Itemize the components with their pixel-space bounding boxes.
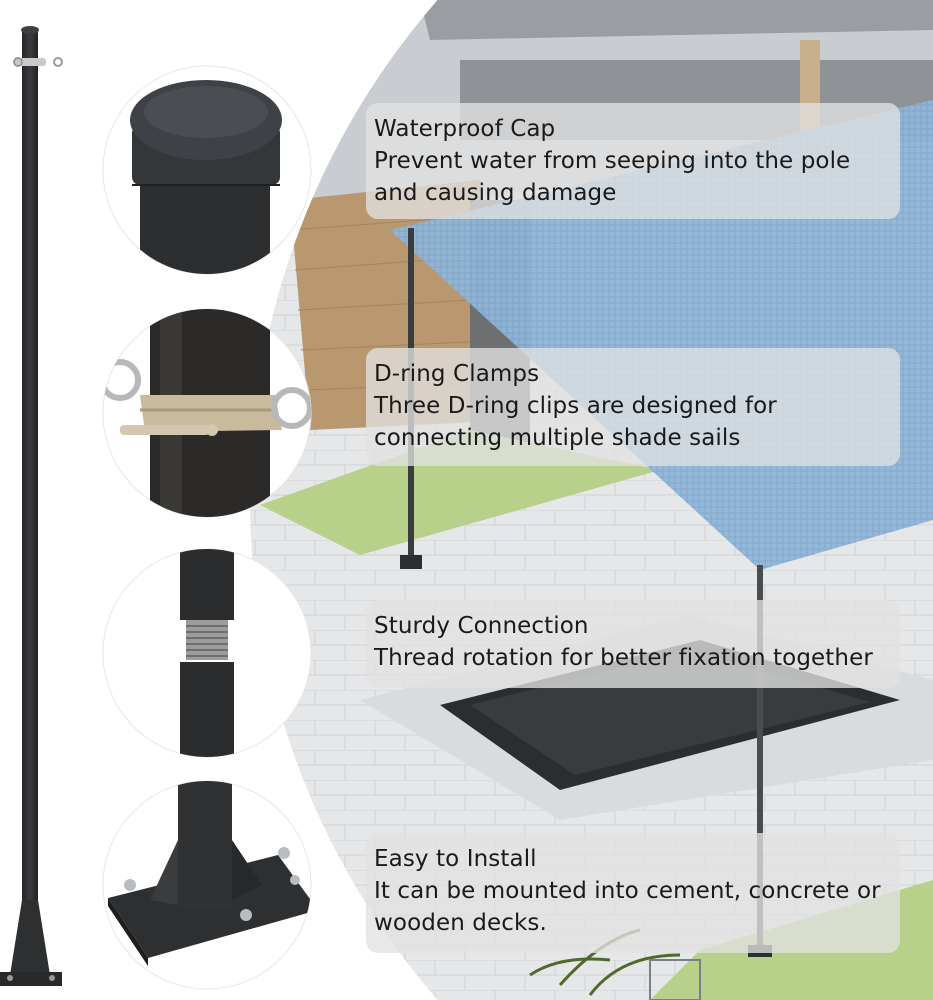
feature-title: Easy to Install — [374, 846, 537, 872]
threaded-connector-photo — [102, 548, 312, 758]
feature-title: Sturdy Connection — [374, 613, 589, 639]
feature-card-waterproof-cap: Waterproof Cap Prevent water from seepin… — [366, 103, 900, 219]
feature-card-sturdy-connection: Sturdy Connection Thread rotation for be… — [366, 600, 900, 688]
feature-description: It can be mounted into cement, concrete … — [374, 878, 881, 936]
feature-description: Prevent water from seeping into the pole… — [374, 148, 851, 206]
feature-description: Thread rotation for better fixation toge… — [374, 645, 873, 671]
base-plate-photo — [102, 780, 312, 990]
feature-title: Waterproof Cap — [374, 116, 556, 142]
feature-description: Three D-ring clips are designed for conn… — [374, 393, 777, 451]
d-ring-clamp-photo — [102, 308, 312, 518]
feature-card-easy-install: Easy to Install It can be mounted into c… — [366, 833, 900, 953]
waterproof-cap-photo — [102, 65, 312, 275]
feature-title: D-ring Clamps — [374, 361, 540, 387]
shade-pole — [0, 26, 63, 986]
feature-card-d-ring-clamps: D-ring Clamps Three D-ring clips are des… — [366, 348, 900, 466]
